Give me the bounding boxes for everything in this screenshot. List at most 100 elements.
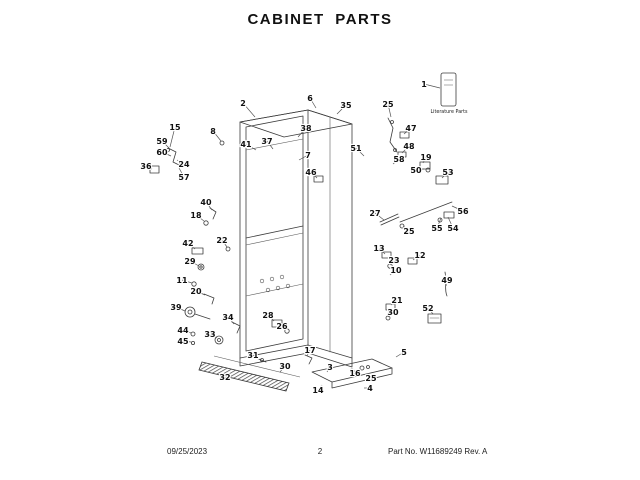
callout-11: 11 bbox=[176, 276, 188, 285]
callout-14: 14 bbox=[312, 386, 324, 395]
leader-line bbox=[224, 376, 235, 379]
footer-date: 09/25/2023 bbox=[167, 447, 208, 456]
callout-47: 47 bbox=[405, 124, 416, 133]
callout-4: 4 bbox=[367, 384, 373, 393]
leader-line bbox=[189, 260, 200, 267]
hardware-left bbox=[149, 140, 313, 365]
callout-12: 12 bbox=[414, 251, 425, 260]
callout-8: 8 bbox=[210, 127, 216, 136]
callout-15: 15 bbox=[169, 123, 181, 132]
callout-7: 7 bbox=[305, 151, 311, 160]
callout-38: 38 bbox=[300, 124, 312, 133]
leader-line bbox=[306, 349, 311, 357]
leader-line bbox=[182, 340, 192, 343]
base-rail bbox=[198, 355, 301, 392]
leader-line bbox=[245, 143, 257, 151]
callout-29: 29 bbox=[184, 257, 196, 266]
callout-23: 23 bbox=[388, 256, 399, 265]
callout-46: 46 bbox=[305, 168, 317, 177]
callout-59: 59 bbox=[156, 137, 168, 146]
cabinet-outline bbox=[239, 109, 353, 368]
leader-line bbox=[349, 372, 356, 377]
leader-line bbox=[310, 171, 318, 179]
leader-line bbox=[195, 214, 205, 222]
callout-22: 22 bbox=[216, 236, 227, 245]
callout-44: 44 bbox=[177, 326, 189, 335]
callout-5: 5 bbox=[401, 348, 407, 357]
leader-line bbox=[403, 127, 412, 135]
leader-line bbox=[176, 159, 185, 165]
leader-line bbox=[205, 201, 213, 211]
leader-line bbox=[298, 154, 309, 161]
leader-line bbox=[281, 325, 287, 331]
leader-line bbox=[266, 140, 274, 150]
leader-line bbox=[336, 104, 347, 115]
leader-line bbox=[402, 225, 410, 232]
callout-20: 20 bbox=[190, 287, 202, 296]
leader-line bbox=[415, 168, 425, 171]
callout-2: 2 bbox=[240, 99, 246, 108]
footer-part-number: Part No. W11689249 Rev. A bbox=[388, 447, 488, 456]
leader-line bbox=[267, 314, 275, 322]
leader-line bbox=[364, 377, 372, 381]
callout-30: 30 bbox=[279, 362, 291, 371]
leader-line bbox=[390, 299, 398, 306]
callout-16: 16 bbox=[349, 369, 361, 378]
leader-line bbox=[227, 316, 235, 325]
callout-18: 18 bbox=[190, 211, 202, 220]
callout-3: 3 bbox=[327, 363, 333, 372]
leader-line bbox=[212, 130, 222, 142]
callout-40: 40 bbox=[200, 198, 212, 207]
leader-line bbox=[374, 212, 385, 221]
callout-27: 27 bbox=[369, 209, 380, 218]
leader-line bbox=[441, 171, 449, 179]
leader-line bbox=[161, 140, 171, 150]
callout-6: 6 bbox=[307, 94, 313, 103]
cabinet-panel-holes bbox=[259, 274, 291, 293]
leader-line bbox=[392, 158, 400, 165]
leader-line bbox=[389, 259, 395, 266]
leader-line bbox=[326, 366, 331, 373]
callout-26: 26 bbox=[276, 322, 288, 331]
callout-25: 25 bbox=[403, 227, 415, 236]
callout-54: 54 bbox=[447, 224, 459, 233]
callout-57: 57 bbox=[178, 173, 189, 182]
leader-line bbox=[279, 365, 286, 373]
leader-line bbox=[451, 205, 464, 212]
leader-line bbox=[178, 167, 185, 178]
callout-33: 33 bbox=[204, 330, 215, 339]
callout-31: 31 bbox=[247, 351, 259, 360]
leader-line bbox=[145, 165, 153, 170]
base-tray bbox=[311, 358, 393, 389]
leader-line bbox=[182, 329, 192, 334]
leader-line bbox=[445, 279, 448, 287]
callout-55: 55 bbox=[431, 224, 443, 233]
callout-56: 56 bbox=[457, 207, 469, 216]
leader-line bbox=[412, 254, 421, 261]
leader-line bbox=[187, 242, 196, 250]
leader-line bbox=[181, 279, 193, 284]
leader-line bbox=[317, 384, 323, 391]
leader-line bbox=[395, 351, 405, 358]
leader-line bbox=[401, 145, 410, 154]
callout-13: 13 bbox=[373, 244, 384, 253]
leader-line bbox=[387, 311, 394, 318]
callout-41: 41 bbox=[240, 140, 252, 149]
callout-51: 51 bbox=[350, 144, 362, 153]
callout-35: 35 bbox=[340, 101, 352, 110]
leader-line bbox=[423, 83, 441, 89]
callout-53: 53 bbox=[442, 168, 453, 177]
page-title: CABINET PARTS bbox=[247, 11, 393, 28]
literature-label: Literature Parts bbox=[431, 109, 468, 115]
callout-19: 19 bbox=[420, 153, 432, 162]
callout-58: 58 bbox=[393, 155, 405, 164]
callout-39: 39 bbox=[170, 303, 182, 312]
callout-60: 60 bbox=[156, 148, 168, 157]
callout-42: 42 bbox=[182, 239, 193, 248]
callout-34: 34 bbox=[222, 313, 234, 322]
leader-line bbox=[309, 97, 317, 109]
leader-line bbox=[169, 126, 176, 148]
